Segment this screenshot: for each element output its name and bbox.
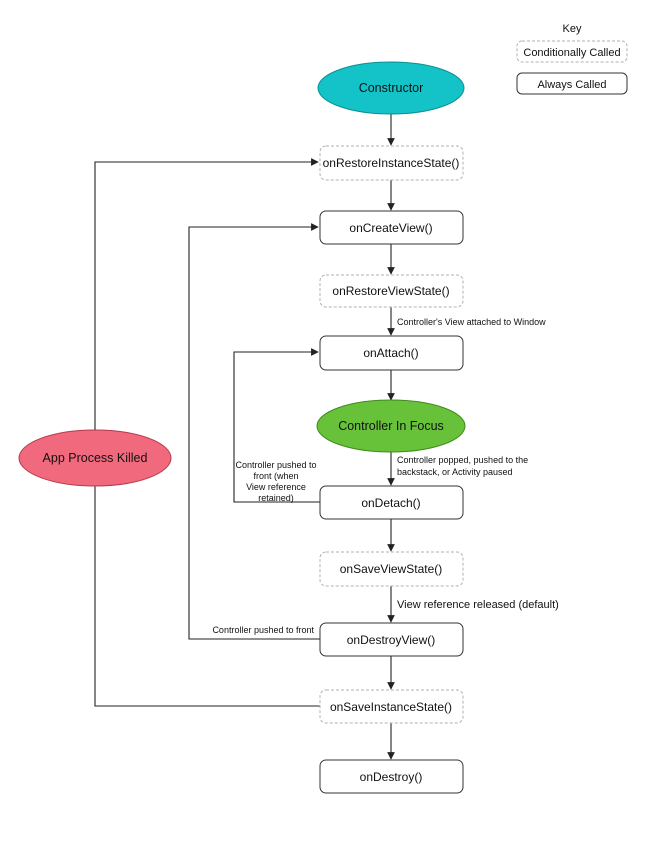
constructor-shape (317, 61, 465, 115)
node-on-save-view-state: onSaveViewState() (319, 551, 464, 587)
key-always-swatch (516, 72, 628, 95)
node-on-attach: onAttach() (319, 335, 464, 371)
on-attach-box (319, 335, 464, 371)
node-app-process-killed: App Process Killed (18, 429, 172, 487)
edge-label-popped-line1: Controller popped, pushed to the (397, 455, 528, 465)
node-on-create-view: onCreateView() (319, 210, 464, 245)
node-on-restore-view-state: onRestoreViewState() (319, 274, 464, 308)
controller-in-focus-label: Controller In Focus (338, 419, 444, 433)
edge-label-pushed-front-destroy: Controller pushed to front (212, 625, 314, 635)
edge-label-popped-line2: backstack, or Activity paused (397, 467, 513, 477)
app-process-killed-shape (18, 429, 172, 487)
on-destroy-box (319, 759, 464, 794)
node-on-save-instance-state: onSaveInstanceState() (319, 689, 464, 724)
on-save-instance-state-box (319, 689, 464, 724)
node-on-destroy: onDestroy() (319, 759, 464, 794)
on-save-view-state-label: onSaveViewState() (340, 562, 443, 576)
on-restore-view-state-label: onRestoreViewState() (332, 284, 449, 298)
constructor-label: Constructor (359, 81, 424, 95)
node-on-detach: onDetach() (319, 485, 464, 520)
edge-destroy-view-loop-to-create-view (188, 223, 320, 640)
edge-label-pushed-front-line1: Controller pushed to (235, 460, 316, 470)
on-restore-instance-state-box (319, 145, 464, 181)
edge-detach-loop-to-attach (233, 348, 320, 503)
node-on-destroy-view: onDestroyView() (319, 622, 464, 657)
controller-in-focus-shape (316, 399, 466, 453)
key-conditional-swatch (516, 40, 628, 63)
node-controller-in-focus: Controller In Focus (316, 399, 466, 453)
on-save-view-state-box (319, 551, 464, 587)
on-restore-view-state-box (319, 274, 464, 308)
on-destroy-view-box (319, 622, 464, 657)
key-legend: Key Conditionally Called Always Called (516, 23, 628, 95)
edge-label-pushed-front-line3: View reference (246, 482, 306, 492)
edge-label-pushed-front-line4: retained) (258, 493, 294, 503)
node-on-restore-instance-state: onRestoreInstanceState() (319, 145, 464, 181)
edge-label-view-released: View reference released (default) (397, 599, 559, 611)
on-create-view-label: onCreateView() (349, 221, 432, 235)
node-constructor: Constructor (317, 61, 465, 115)
edge-label-view-attached: Controller's View attached to Window (397, 317, 546, 327)
key-conditional-label: Conditionally Called (523, 47, 620, 59)
on-restore-instance-state-label: onRestoreInstanceState() (323, 156, 460, 170)
app-process-killed-label: App Process Killed (43, 451, 148, 465)
on-attach-label: onAttach() (363, 346, 418, 360)
on-detach-box (319, 485, 464, 520)
on-create-view-box (319, 210, 464, 245)
on-detach-label: onDetach() (361, 496, 420, 510)
on-save-instance-state-label: onSaveInstanceState() (330, 700, 452, 714)
key-always-label: Always Called (537, 79, 606, 91)
on-destroy-label: onDestroy() (360, 770, 423, 784)
key-title: Key (563, 23, 582, 35)
edge-label-pushed-front-line2: front (when (253, 471, 298, 481)
edge-labels: Controller's View attached to Window Con… (212, 317, 558, 635)
on-destroy-view-label: onDestroyView() (347, 633, 435, 647)
